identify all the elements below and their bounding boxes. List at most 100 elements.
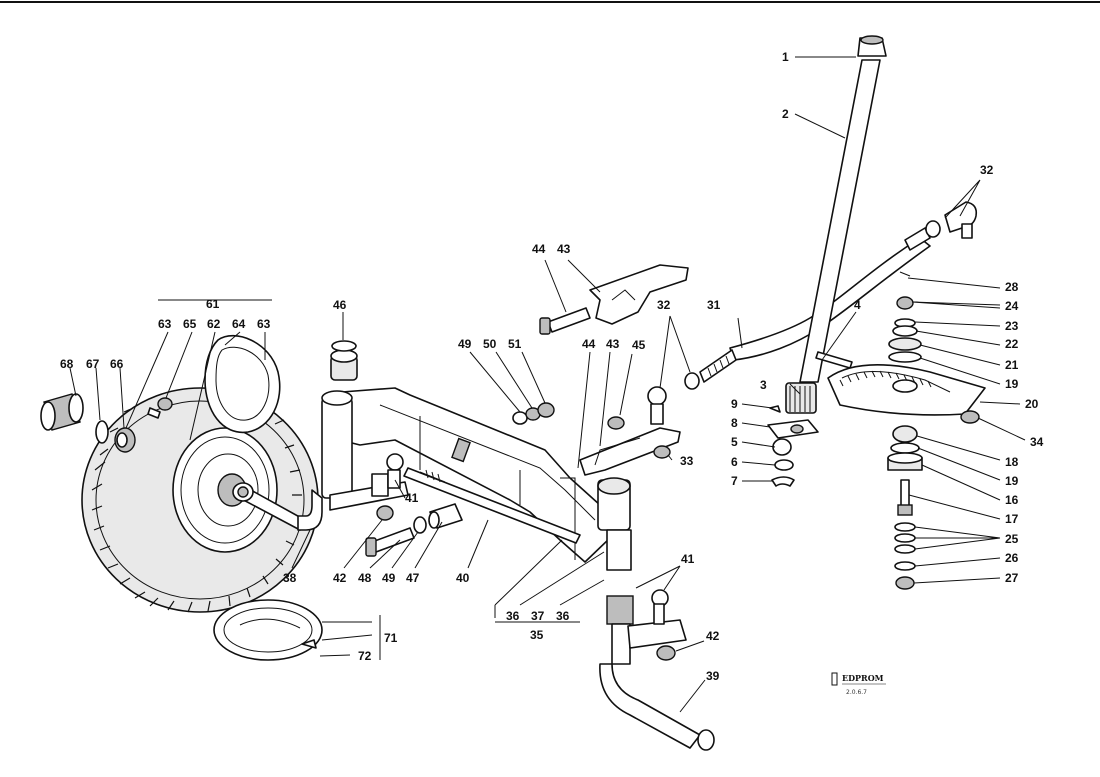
washer-6: [774, 459, 794, 471]
leader-lines: [69, 56, 1026, 713]
nut-24: [896, 296, 914, 310]
callout-38: 38: [283, 571, 297, 585]
nut-42-right: [656, 645, 676, 661]
callout-46: 46: [333, 298, 347, 312]
callout-41-right: 41: [681, 552, 695, 566]
callout-2: 2: [782, 107, 789, 121]
callout-22: 22: [1005, 337, 1019, 351]
callout-42-right: 42: [706, 629, 720, 643]
logo-brand: EDPROM: [842, 673, 884, 683]
callout-36-right: 36: [556, 609, 570, 623]
callout-62: 62: [207, 317, 221, 331]
washer-49: [413, 516, 427, 534]
callout-24: 24: [1005, 299, 1019, 313]
washer-25b: [894, 533, 916, 543]
callout-32-right: 32: [980, 163, 994, 177]
callout-6: 6: [731, 455, 738, 469]
sector-gear: [827, 364, 986, 416]
callout-4: 4: [854, 298, 861, 312]
edprom-logo: EDPROM 2.0.6.7: [831, 672, 886, 696]
callout-41-left: 41: [405, 491, 419, 505]
callout-64: 64: [232, 317, 246, 331]
callout-49-lower: 49: [382, 571, 396, 585]
washers-49-50-51: [512, 402, 555, 425]
bushing-18: [892, 425, 918, 443]
callout-3: 3: [760, 378, 767, 392]
callout-23: 23: [1005, 319, 1019, 333]
grease-nipple-65: [147, 397, 173, 419]
callout-28: 28: [1005, 280, 1019, 294]
clip-7: [771, 476, 795, 487]
left-spindle: [297, 390, 409, 531]
callout-37: 37: [531, 609, 545, 623]
callout-27: 27: [1005, 571, 1019, 585]
nut-45: [607, 416, 625, 430]
callout-25: 25: [1005, 532, 1019, 546]
callout-7: 7: [731, 474, 738, 488]
washer-19-lower: [890, 442, 920, 454]
washer-26: [894, 561, 916, 571]
callout-49-upper: 49: [458, 337, 472, 351]
front-axle-beam: [339, 387, 611, 563]
bracket-43-upper: [589, 264, 689, 325]
ball-joint-32-right: [925, 201, 978, 239]
dust-cover: [213, 599, 323, 661]
bearing-5: [772, 438, 792, 456]
callout-16: 16: [1005, 493, 1019, 507]
callout-18: 18: [1005, 455, 1019, 469]
front-wheel: [81, 387, 319, 613]
tie-rod: [403, 467, 581, 544]
callout-51: 51: [508, 337, 522, 351]
bushing-21: [888, 337, 922, 351]
callout-33: 33: [680, 454, 694, 468]
steering-cap-1: [857, 35, 887, 57]
callout-65: 65: [183, 317, 197, 331]
callout-9: 9: [731, 397, 738, 411]
callout-71: 71: [384, 631, 398, 645]
callout-44-upper: 44: [532, 242, 546, 256]
callout-labels: 1 2 32 28 24 23 22 21 19 20 34 18 19 16 …: [60, 50, 1044, 683]
ball-joint-32-left: [647, 372, 700, 425]
callout-5: 5: [731, 435, 738, 449]
callout-68: 68: [60, 357, 74, 371]
ball-joint-41-left: [386, 453, 404, 489]
nut-33: [653, 445, 671, 459]
callout-63-right: 63: [257, 317, 271, 331]
parts-stack: [887, 271, 923, 590]
bushing-66: [114, 427, 136, 453]
bushing-68: [40, 393, 84, 431]
callout-66: 66: [110, 357, 124, 371]
nut-42-left: [376, 505, 394, 521]
pin-9: [769, 405, 781, 413]
callout-44-lower: 44: [582, 337, 596, 351]
ball-joint-41-right: [651, 589, 669, 625]
callout-21: 21: [1005, 358, 1019, 372]
callout-17: 17: [1005, 512, 1019, 526]
nut-27: [895, 576, 915, 590]
callout-19-upper: 19: [1005, 377, 1019, 391]
callout-48: 48: [358, 571, 372, 585]
washer-25a: [894, 522, 916, 532]
steering-shaft: [799, 59, 881, 383]
callout-42-left: 42: [333, 571, 347, 585]
washer-25c: [894, 544, 916, 554]
callout-32-left: 32: [657, 298, 671, 312]
callout-8: 8: [731, 416, 738, 430]
nut-34: [960, 410, 980, 424]
drag-link: [729, 237, 931, 361]
callout-39: 39: [706, 669, 720, 683]
callout-72: 72: [358, 649, 372, 663]
tire-tread: [91, 399, 302, 613]
callout-50: 50: [483, 337, 497, 351]
callout-1: 1: [782, 50, 789, 64]
callout-34: 34: [1030, 435, 1044, 449]
callout-20: 20: [1025, 397, 1039, 411]
right-spindle: [597, 477, 715, 751]
callout-40: 40: [456, 571, 470, 585]
logo-code: 2.0.6.7: [846, 689, 867, 696]
callout-31: 31: [707, 298, 721, 312]
bolt-44-upper: [539, 307, 591, 335]
callout-19-lower: 19: [1005, 474, 1019, 488]
callout-45: 45: [632, 338, 646, 352]
